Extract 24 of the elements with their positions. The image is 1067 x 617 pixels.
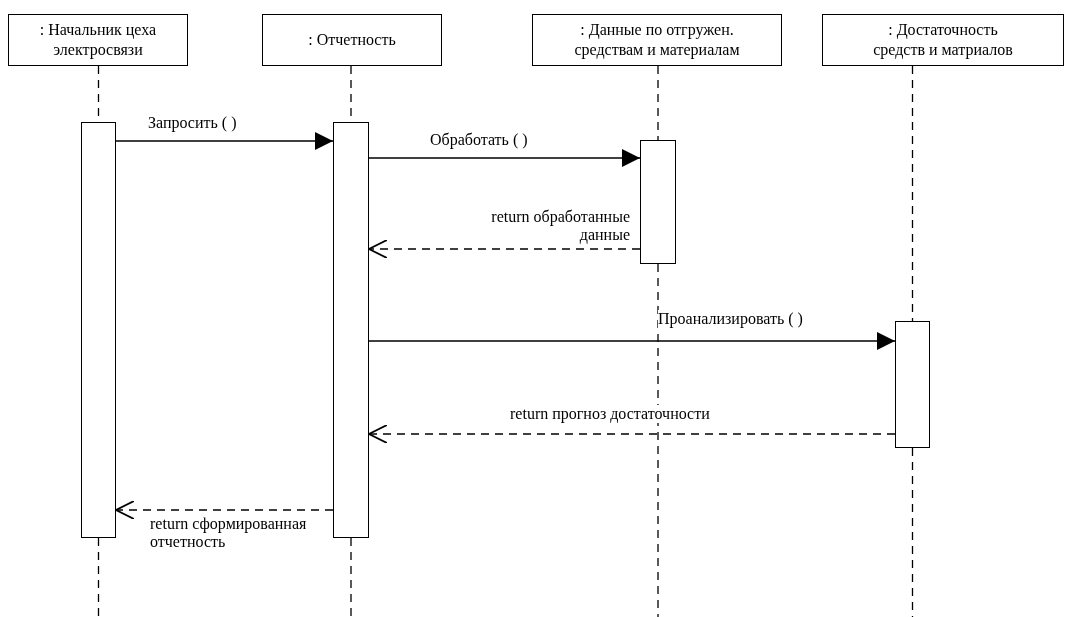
message-arrow bbox=[368, 239, 641, 259]
lifeline bbox=[97, 537, 100, 617]
message-arrow bbox=[368, 149, 641, 167]
object-name: : Начальник цеха электросвязи bbox=[38, 20, 158, 60]
activation-bar bbox=[640, 140, 676, 264]
lifeline-header bbox=[262, 14, 442, 66]
lifeline bbox=[350, 537, 352, 617]
activation-bar bbox=[81, 122, 116, 538]
lifeline-header bbox=[8, 14, 188, 66]
message-arrow bbox=[368, 424, 896, 444]
lifeline-header bbox=[822, 14, 1064, 66]
object-name: : Отчетность bbox=[308, 30, 396, 50]
lifeline bbox=[657, 263, 659, 617]
message-arrow bbox=[115, 500, 334, 520]
activation-bar bbox=[333, 122, 369, 538]
lifeline bbox=[911, 65, 914, 322]
message-arrow bbox=[115, 132, 334, 150]
object-name: : Достаточность средств и матриалов bbox=[872, 20, 1014, 60]
lifeline bbox=[657, 65, 659, 141]
lifeline-header bbox=[532, 14, 782, 66]
activation-bar bbox=[895, 321, 930, 448]
lifeline bbox=[911, 447, 914, 617]
object-name: : Данные по отгружен. средствам и материалам bbox=[573, 20, 741, 60]
message-arrow bbox=[368, 332, 896, 350]
